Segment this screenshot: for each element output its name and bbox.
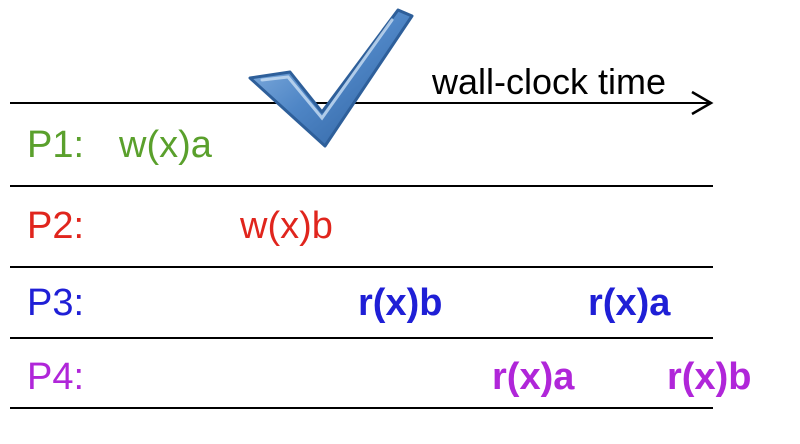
p3-op-2: r(x)a: [588, 282, 671, 324]
time-axis-label: wall-clock time: [432, 61, 667, 102]
p4-op-2: r(x)b: [667, 356, 752, 398]
row-separator-2: [10, 266, 713, 268]
row-separator-4: [10, 407, 713, 409]
p4-op-1: r(x)a: [492, 356, 575, 398]
p2-op-1: w(x)b: [240, 205, 333, 247]
time-arrowhead: [691, 90, 714, 116]
checkmark-icon: [248, 8, 414, 148]
process-label-p4: P4:: [27, 356, 85, 398]
row-separator-3: [10, 337, 713, 339]
p3-op-1: r(x)b: [358, 282, 443, 324]
process-label-p2: P2:: [27, 205, 85, 247]
p1-op-1: w(x)a: [119, 124, 212, 166]
process-label-p3: P3:: [27, 282, 85, 324]
row-separator-1: [10, 185, 713, 187]
process-label-p1: P1:: [27, 124, 85, 166]
time-axis-line: [10, 102, 710, 104]
